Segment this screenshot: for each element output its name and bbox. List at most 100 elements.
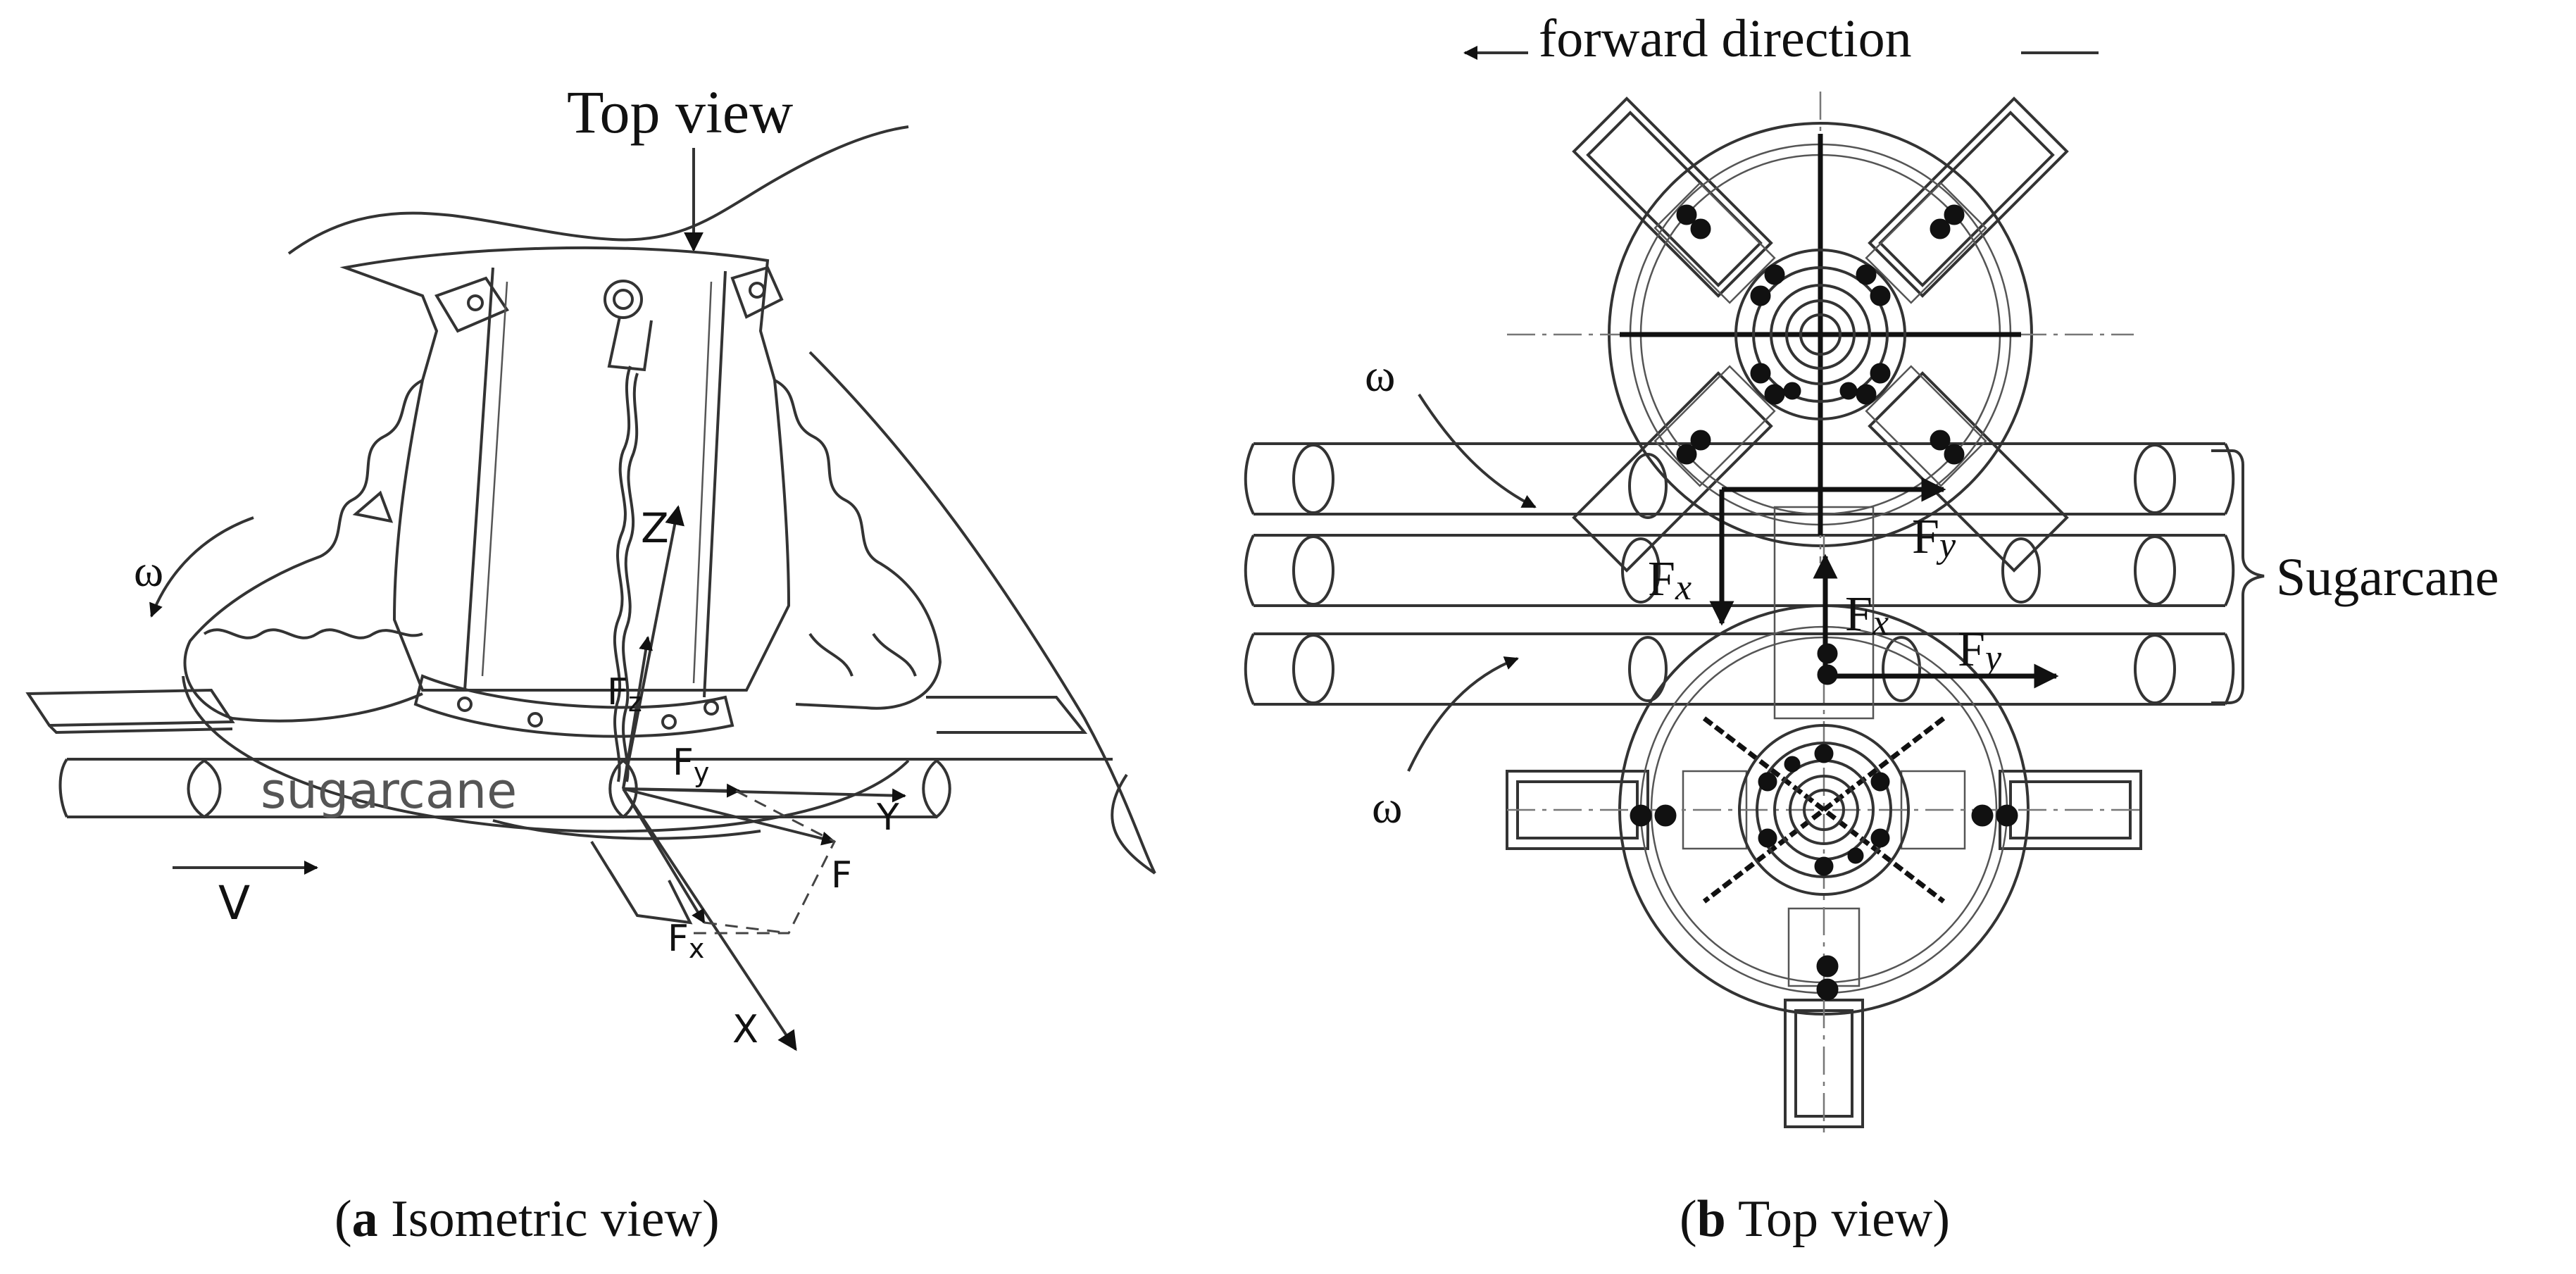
velocity-label: V — [218, 876, 250, 930]
upper-arm-nw — [1572, 96, 1773, 298]
lower-arm-bolt — [1816, 955, 1839, 978]
lower-hub-4 — [1789, 775, 1859, 845]
lever-arm — [607, 316, 653, 372]
force-x-letter: F — [668, 918, 689, 960]
omega-label-a: ω — [134, 546, 163, 596]
force-z-arrow — [622, 636, 653, 789]
force-x-label: Fx — [668, 918, 704, 964]
upper-hub-bolt — [1856, 264, 1877, 285]
force-arrow — [623, 787, 836, 846]
force-y-top-label: Fy — [1912, 510, 1956, 566]
upper-hub-1 — [1734, 249, 1906, 420]
lower-hub-bolt — [1814, 856, 1834, 876]
upper-hub-bolt — [1783, 382, 1801, 400]
force-y-right-subscript: y — [1982, 638, 2002, 678]
left-wavy-blade-teeth — [203, 628, 423, 639]
frame-curve-bottom-right — [1111, 773, 1156, 875]
axis-x-line — [622, 787, 797, 1051]
axis-y-label: Y — [876, 797, 899, 839]
right-wavy-blade — [774, 379, 942, 710]
upper-arm-bolts — [1676, 204, 1965, 465]
omega-arrow-bottom — [1407, 656, 1519, 772]
force-y-right-letter: F — [1958, 623, 1985, 677]
forward-direction-label-bg — [1528, 14, 2021, 74]
lower-hub-bolt — [1758, 772, 1777, 792]
lower-arm-bolt — [1654, 804, 1677, 827]
node-3b — [2134, 634, 2176, 704]
upper-arm-bolt — [1930, 218, 1951, 239]
sugarcane-label-a: sugarcane — [261, 762, 517, 820]
upper-dash-rect-2 — [1865, 182, 1987, 304]
sugarcane-stalk — [58, 758, 1113, 818]
lower-hub-bolt — [1784, 756, 1801, 773]
lower-hub-5 — [1803, 789, 1845, 831]
inner-cylinder-edge — [481, 281, 713, 684]
omega-label-top: ω — [1365, 350, 1395, 401]
mount-plate-right — [730, 266, 784, 319]
upper-disc — [1507, 92, 2134, 573]
upper-hub-bolt — [1856, 384, 1877, 405]
force-y-subscript: y — [694, 757, 710, 788]
upper-dash-rect-4 — [1865, 365, 1987, 487]
upper-arm-bolt — [1944, 204, 1965, 225]
upper-dash-rect-1 — [1653, 182, 1776, 304]
flange-bolt-4 — [704, 700, 719, 716]
wavy-shaft-line-2 — [622, 373, 639, 782]
sugarcane-node-right — [922, 759, 951, 819]
cutting-disc — [182, 675, 910, 833]
upper-arm-sw — [1572, 371, 1773, 573]
omega-label-bottom: ω — [1372, 782, 1402, 833]
force-x-left-subscript: x — [1675, 568, 1692, 608]
frame-curve-right — [808, 351, 1156, 874]
force-x-subscript: x — [689, 933, 705, 964]
left-wavy-blade — [183, 379, 423, 723]
force-x-center-label: Fx — [1845, 587, 1889, 643]
node-1a — [1292, 444, 1334, 514]
mount-bolt-right — [749, 282, 765, 299]
lower-hub-bolt — [1758, 828, 1777, 848]
node-2a — [1292, 535, 1334, 606]
node-3a — [1292, 634, 1334, 704]
lower-hub-1 — [1738, 724, 1910, 896]
upper-arm-bolt — [1676, 204, 1697, 225]
upper-hub-bolt — [1870, 363, 1891, 384]
force-y-right-label: Fy — [1958, 623, 2002, 678]
omega-arrow-top — [1418, 393, 1537, 508]
upper-arm-bolt — [1930, 430, 1951, 451]
upper-arm-bolt — [1944, 444, 1965, 465]
upper-hub-bolt — [1750, 363, 1771, 384]
upper-arm-bolt — [1676, 444, 1697, 465]
lower-blade-2 — [1702, 716, 1946, 904]
force-x-left-letter: F — [1648, 552, 1675, 606]
force-x-center-letter: F — [1845, 587, 1872, 642]
force-z-label: Fz — [607, 671, 642, 718]
upper-dash-rect-3 — [1653, 365, 1776, 487]
caption-a-letter: a — [352, 1190, 378, 1248]
lower-blade-1 — [1702, 716, 1946, 904]
sugarcane-label-b: Sugarcane — [2276, 548, 2499, 607]
lower-arm-bolt — [1996, 804, 2018, 827]
omega-arrow-a — [149, 516, 254, 618]
upper-hub-5 — [1799, 313, 1842, 356]
top-view-panel: forward direction Sugarcane — [1244, 9, 2499, 1248]
lower-arm-left — [1506, 770, 1649, 850]
side-bar-left — [25, 688, 235, 735]
lower-hub-bolt — [1814, 744, 1834, 763]
lower-arm-bolt — [1630, 804, 1652, 827]
stalk-2 — [1244, 534, 2235, 607]
lower-arm-bottom — [1784, 999, 1864, 1128]
node-2b — [2134, 535, 2176, 606]
force-x-left-label: Fx — [1648, 552, 1692, 608]
mount-bolt-left — [467, 294, 484, 311]
side-bar-bottom — [590, 840, 693, 925]
lower-arm-bolts — [1630, 643, 2018, 1001]
upper-hub-4 — [1785, 299, 1856, 370]
right-blade-notches — [808, 632, 917, 677]
lower-hub-2 — [1756, 742, 1892, 878]
lower-arm-bolt — [1971, 804, 1994, 827]
caption-b-letter: b — [1697, 1190, 1726, 1248]
sugarcane-node-mid — [608, 759, 638, 819]
sugarcane-brace — [2211, 449, 2265, 704]
caption-b: (b Top view) — [1680, 1190, 1950, 1248]
